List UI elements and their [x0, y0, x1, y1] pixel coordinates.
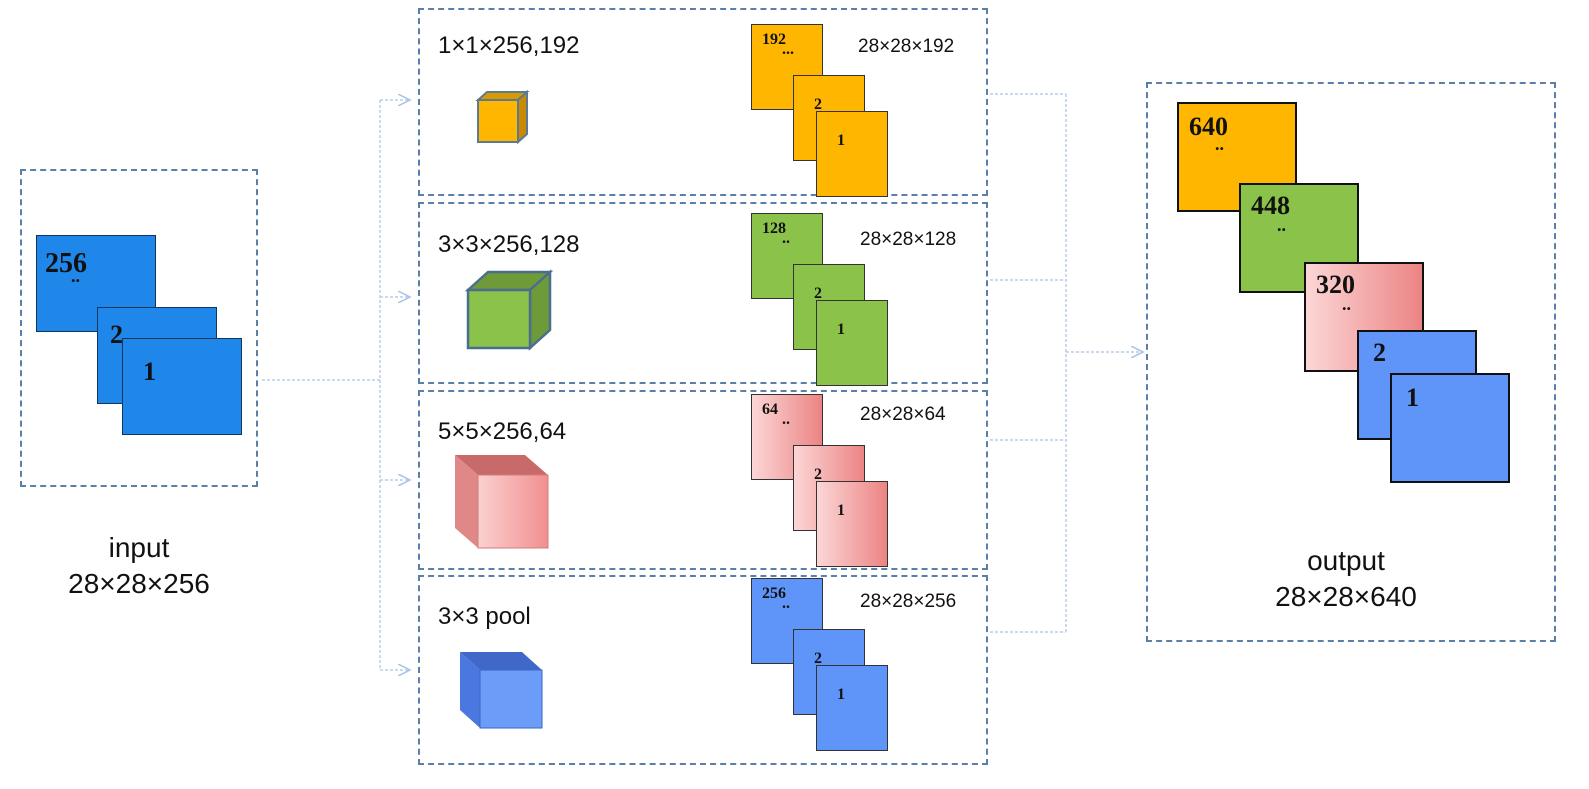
feature-map-dots: ..: [782, 595, 790, 612]
feature-map-label: 256: [762, 585, 786, 602]
output-caption-title: output: [1307, 545, 1385, 576]
feature-map-dots: ..: [1215, 134, 1224, 154]
feature-map-dots: ..: [782, 230, 790, 247]
feature-map-label: 1: [143, 357, 156, 386]
feature-map-label: 1: [837, 321, 845, 338]
branch-4-feature-map-1: 1: [816, 665, 888, 751]
filter-cube-pool: [460, 652, 543, 729]
branch-output-shape: 28×28×256: [860, 591, 957, 612]
branch-1-feature-map-1: 1: [816, 111, 888, 197]
branch-filter-label: 3×3×256,128: [438, 231, 580, 258]
feature-map-label: 1: [1406, 383, 1419, 412]
feature-map-label: 2: [814, 285, 822, 302]
input-feature-map-1: 1: [122, 338, 242, 435]
input-caption: input 28×28×256: [20, 530, 258, 602]
filter-cube-1x1: [475, 89, 530, 145]
feature-map-label: 1: [837, 686, 845, 703]
branch-output-shape: 28×28×128: [860, 229, 957, 250]
branch-2-feature-map-1: 1: [816, 300, 888, 386]
feature-map-label: 448: [1251, 191, 1290, 220]
branch-output-shape: 28×28×192: [858, 36, 955, 57]
filter-cube-3x3: [464, 269, 554, 351]
filter-cube-5x5: [455, 455, 549, 549]
input-box: 256 .. 2 1: [20, 169, 258, 487]
feature-map-label: 640: [1189, 112, 1228, 141]
branch-panel-2: 3×3×256,128 28×28×128: [418, 202, 988, 384]
feature-map-label: 2: [814, 96, 822, 113]
output-feature-map-1: 1: [1390, 373, 1510, 483]
feature-map-label: 1: [837, 502, 845, 519]
feature-map-dots: ..: [782, 411, 790, 428]
feature-map-dots: ..: [1277, 215, 1286, 235]
input-caption-title: input: [108, 532, 170, 563]
feature-map-dots: ...: [782, 41, 794, 58]
feature-map-label: 192: [762, 31, 786, 48]
branch-filter-label: 5×5×256,64: [438, 418, 567, 445]
feature-map-label: 2: [110, 320, 123, 349]
feature-map-label: 320: [1316, 270, 1355, 299]
feature-map-label: 2: [1373, 338, 1386, 367]
feature-map-label: 1: [837, 132, 845, 149]
branch-output-shape: 28×28×64: [860, 404, 946, 425]
feature-map-label: 2: [814, 650, 822, 667]
feature-map-dots: ..: [71, 266, 80, 286]
feature-map-dots: ..: [1342, 294, 1351, 314]
branch-filter-label: 3×3 pool: [438, 603, 531, 630]
feature-map-label: 64: [762, 401, 778, 418]
feature-map-label: 256: [45, 248, 87, 279]
input-caption-shape: 28×28×256: [68, 568, 210, 599]
branch-3-feature-map-1: 1: [816, 481, 888, 567]
output-caption-shape: 28×28×640: [1275, 581, 1417, 612]
feature-map-label: 2: [814, 466, 822, 483]
feature-map-label: 128: [762, 220, 786, 237]
branch-filter-label: 1×1×256,192: [438, 32, 580, 59]
